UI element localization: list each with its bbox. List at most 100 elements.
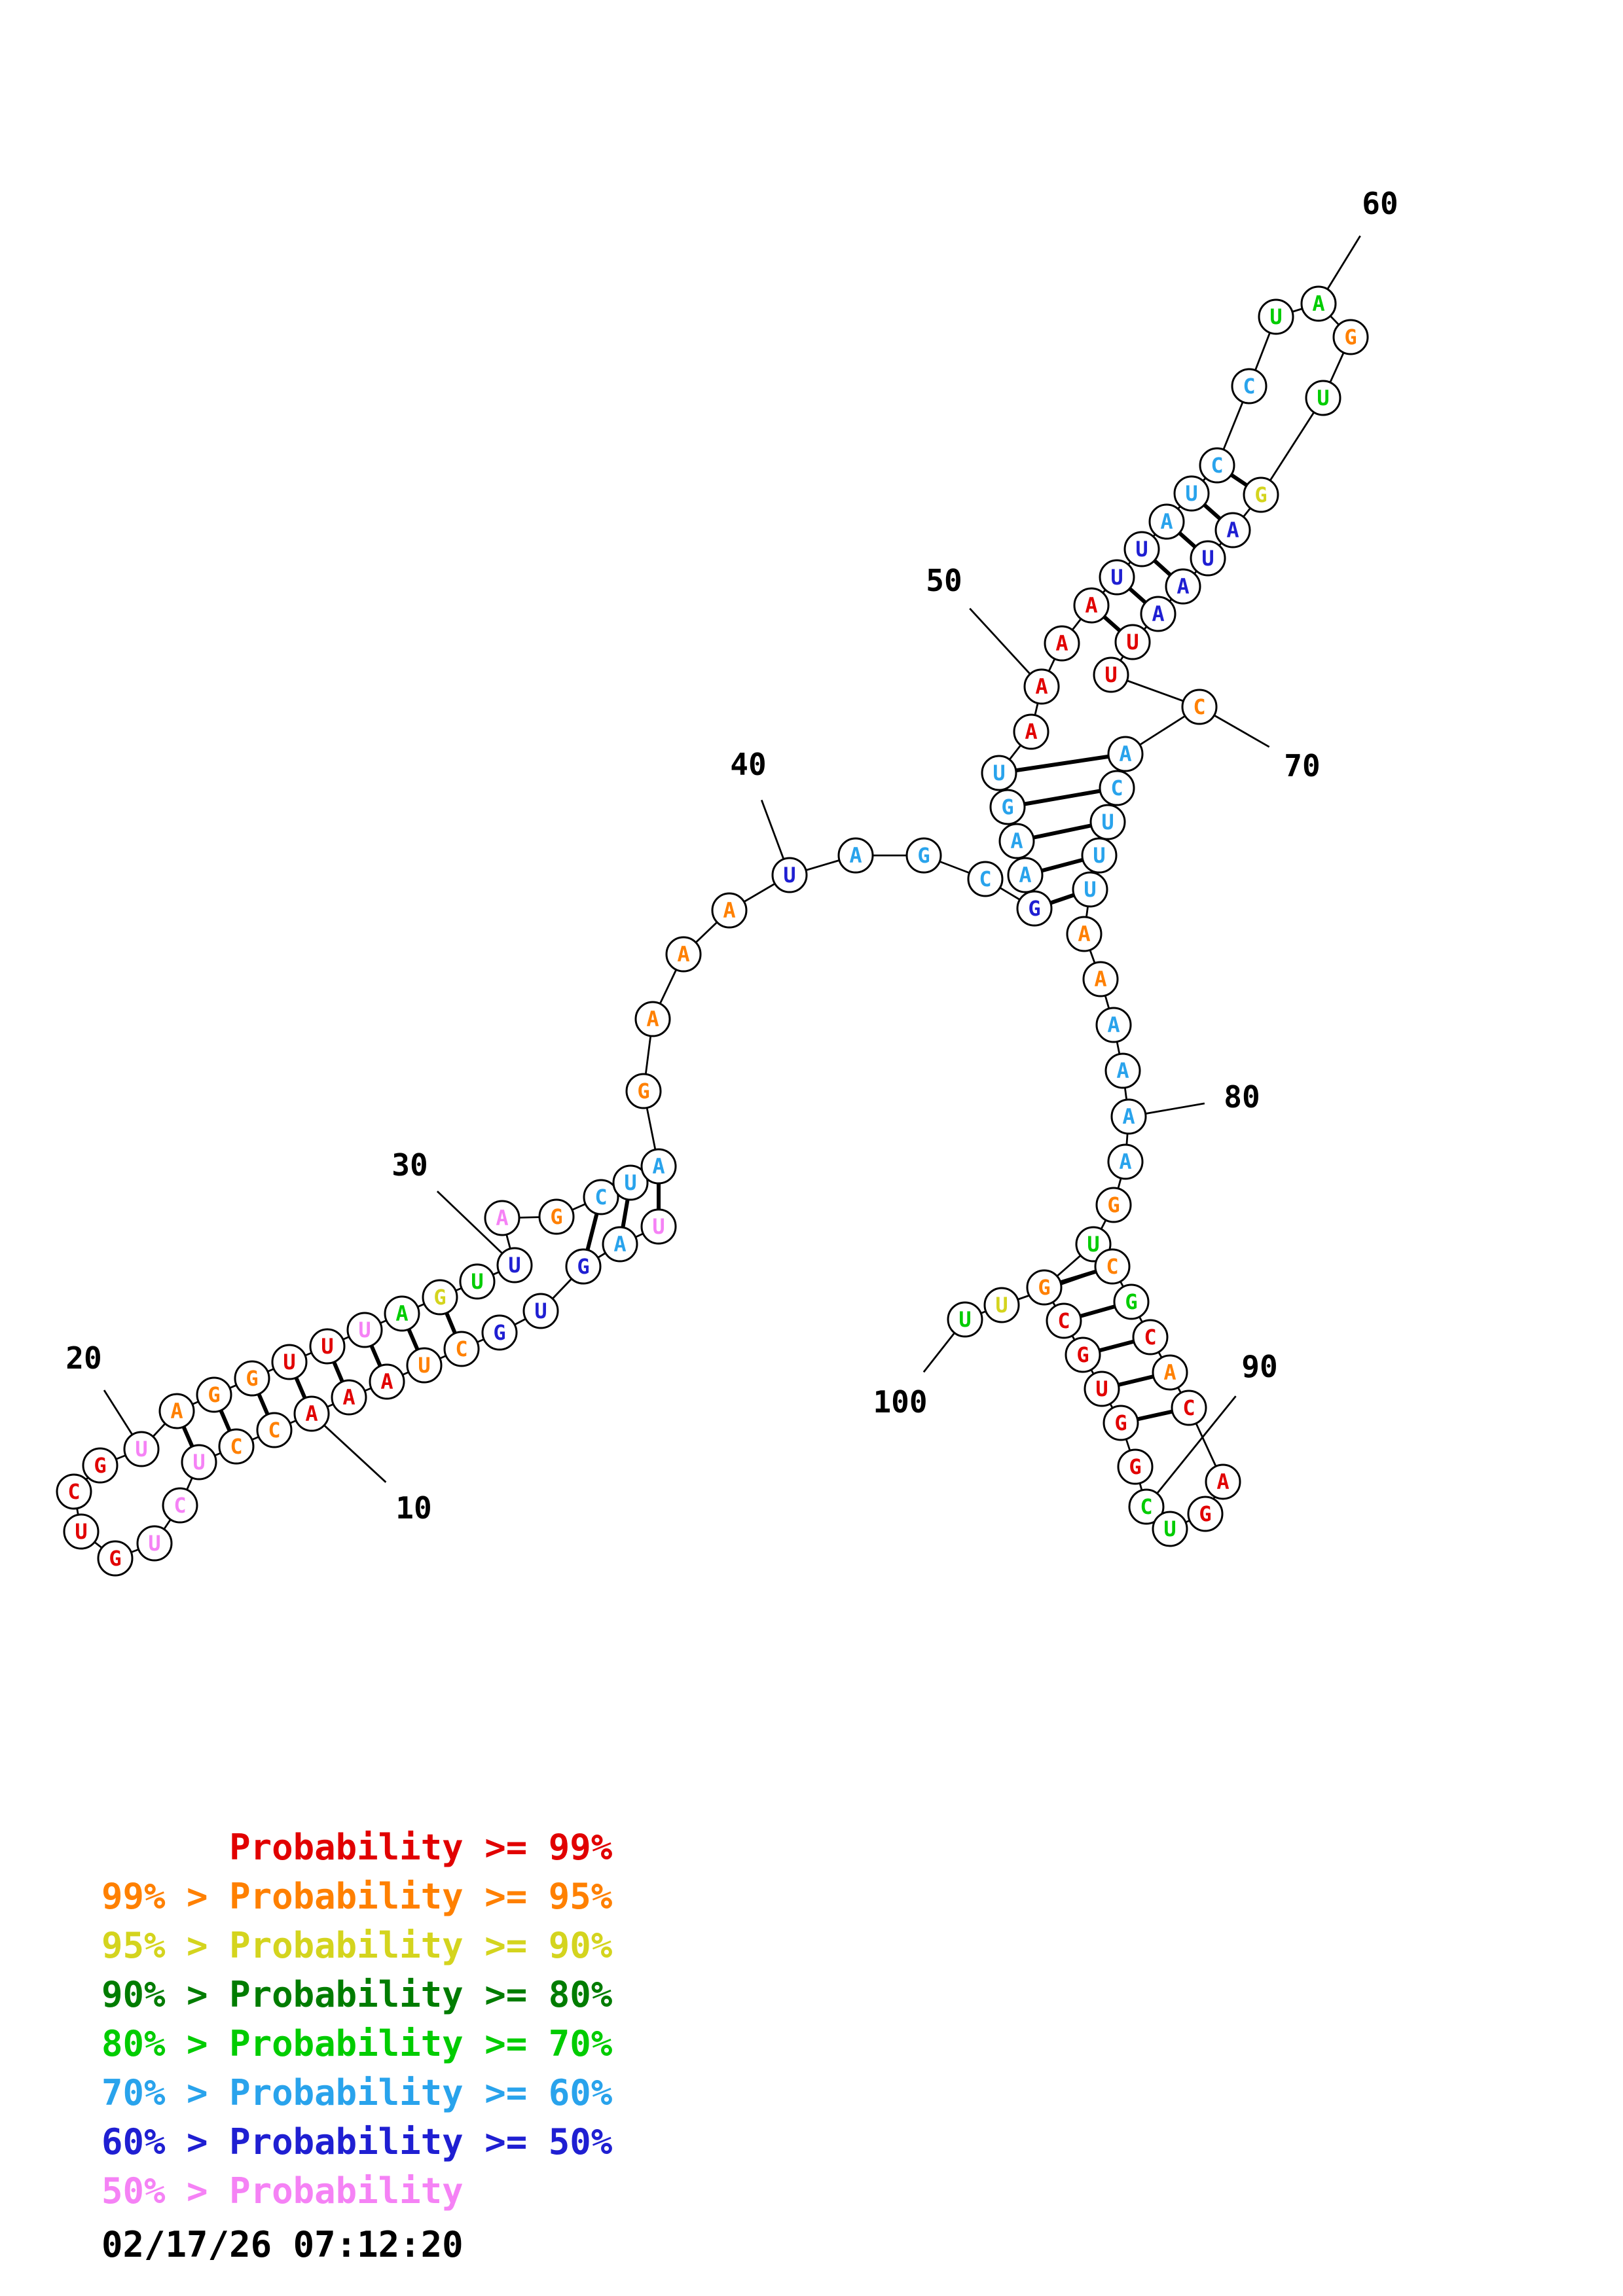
nucleotide-86	[1065, 1336, 1101, 1373]
nucleotide-base-29: U	[471, 1269, 483, 1294]
position-label-50: 50	[926, 563, 962, 598]
nucleotide-base-70: C	[1193, 694, 1205, 719]
nucleotide-35	[640, 1148, 677, 1185]
nucleotide-base-68: U	[1126, 630, 1139, 655]
nucleotide-98	[1094, 1248, 1131, 1285]
legend-row-lt50: 50% > Probability	[101, 2170, 464, 2212]
nucleotide-base-32: G	[550, 1204, 562, 1229]
nucleotide-34	[612, 1164, 649, 1201]
nucleotide-68	[1114, 624, 1151, 660]
legend-row-p90_95: 95% > Probability >= 90%	[101, 1925, 613, 1966]
nucleotide-94	[1171, 1390, 1207, 1426]
nucleotide-base-83: U	[1087, 1232, 1099, 1257]
nucleotide-base-94: C	[1182, 1395, 1195, 1420]
nucleotide-base-13: U	[192, 1450, 205, 1475]
nucleotide-base-33: C	[594, 1185, 607, 1210]
nucleotide-52	[1073, 587, 1110, 624]
nucleotide-14	[162, 1487, 198, 1524]
nucleotide-46	[998, 823, 1035, 859]
nucleotide-base-81: A	[1119, 1149, 1131, 1174]
nucleotide-39	[711, 892, 748, 929]
nucleotide-base-14: C	[173, 1493, 186, 1518]
backbone-segment	[1260, 397, 1324, 495]
position-tick-line	[1145, 1395, 1237, 1507]
nucleotide-base-55: A	[1160, 509, 1173, 534]
nucleotide-28	[422, 1279, 458, 1316]
nucleotide-2	[602, 1226, 638, 1263]
nucleotide-base-78: A	[1107, 1013, 1120, 1037]
nucleotide-base-97: G	[1125, 1289, 1137, 1314]
nucleotide-88	[1103, 1405, 1139, 1441]
nucleotide-base-84: G	[1038, 1275, 1050, 1300]
nucleotide-base-60: A	[1312, 291, 1324, 316]
nucleotide-60	[1300, 285, 1337, 322]
nucleotide-18	[56, 1473, 92, 1510]
nucleotide-65	[1190, 540, 1226, 577]
nucleotide-96	[1132, 1319, 1169, 1355]
nucleotide-32	[538, 1198, 575, 1235]
position-label-40: 40	[730, 747, 766, 782]
nucleotide-base-5: G	[493, 1320, 505, 1345]
nucleotide-71	[1107, 736, 1144, 772]
nucleotide-base-58: C	[1243, 374, 1255, 399]
nucleotide-base-17: U	[75, 1519, 87, 1544]
nucleotide-91	[1152, 1511, 1188, 1547]
nucleotide-base-96: C	[1144, 1325, 1156, 1350]
nucleotide-base-59: U	[1269, 304, 1282, 329]
nucleotide-61	[1332, 319, 1369, 355]
nucleotide-base-86: G	[1076, 1342, 1089, 1367]
nucleotide-base-53: U	[1110, 565, 1123, 590]
nucleotide-base-54: U	[1135, 537, 1148, 562]
nucleotide-41	[837, 837, 874, 874]
nucleotide-base-35: A	[652, 1154, 665, 1179]
nucleotide-81	[1107, 1143, 1144, 1180]
nucleotide-base-52: A	[1085, 593, 1097, 618]
nucleotide-base-90: C	[1140, 1494, 1152, 1519]
legend-row-p95_99: 99% > Probability >= 95%	[101, 1876, 613, 1917]
nucleotide-base-10: A	[305, 1401, 318, 1426]
nucleotide-base-64: A	[1226, 518, 1239, 543]
nucleotide-78	[1095, 1007, 1132, 1043]
nucleotide-53	[1099, 559, 1135, 596]
nucleotide-base-11: C	[268, 1418, 280, 1443]
nucleotide-90	[1128, 1488, 1165, 1525]
nucleotide-base-50: A	[1035, 674, 1048, 699]
nucleotide-92	[1187, 1496, 1224, 1532]
nucleotide-base-30: U	[508, 1253, 520, 1278]
nucleotide-95	[1152, 1354, 1188, 1391]
nucleotide-base-71: A	[1119, 742, 1131, 766]
nucleotide-89	[1117, 1448, 1154, 1485]
nucleotide-19	[82, 1447, 119, 1484]
position-label-100: 100	[873, 1384, 927, 1420]
nucleotide-49	[1013, 713, 1049, 750]
nucleotide-base-76: A	[1078, 922, 1090, 946]
nucleotide-base-25: U	[321, 1334, 333, 1359]
nucleotide-77	[1082, 961, 1119, 997]
nucleotide-33	[583, 1179, 619, 1215]
nucleotide-base-1: U	[652, 1214, 665, 1239]
nucleotide-54	[1123, 531, 1160, 567]
legend-row-p60_70: 70% > Probability >= 60%	[101, 2072, 613, 2113]
position-label-20: 20	[65, 1340, 101, 1376]
nucleotide-base-27: A	[395, 1301, 408, 1326]
nucleotide-base-79: A	[1116, 1058, 1129, 1083]
nucleotide-base-87: U	[1095, 1376, 1108, 1401]
nucleotide-3	[565, 1248, 602, 1285]
legend-row-p99: Probability >= 99%	[101, 1827, 613, 1868]
nucleotide-base-67: A	[1152, 601, 1164, 626]
nucleotide-base-82: G	[1107, 1193, 1120, 1217]
position-label-30: 30	[392, 1147, 428, 1183]
legend-row-p80_90: 90% > Probability >= 80%	[101, 1974, 613, 2015]
nucleotide-base-100: U	[958, 1307, 971, 1332]
nucleotide-base-18: C	[67, 1479, 80, 1504]
position-label-60: 60	[1362, 186, 1398, 221]
nucleotide-base-37: A	[646, 1007, 659, 1031]
nucleotide-44	[1016, 890, 1053, 927]
nucleotide-base-63: G	[1254, 482, 1267, 507]
position-label-10: 10	[395, 1490, 431, 1526]
nucleotide-base-16: G	[109, 1546, 121, 1571]
nucleotide-base-73: U	[1101, 810, 1114, 834]
nucleotide-56	[1173, 475, 1210, 512]
nucleotide-26	[346, 1312, 383, 1348]
